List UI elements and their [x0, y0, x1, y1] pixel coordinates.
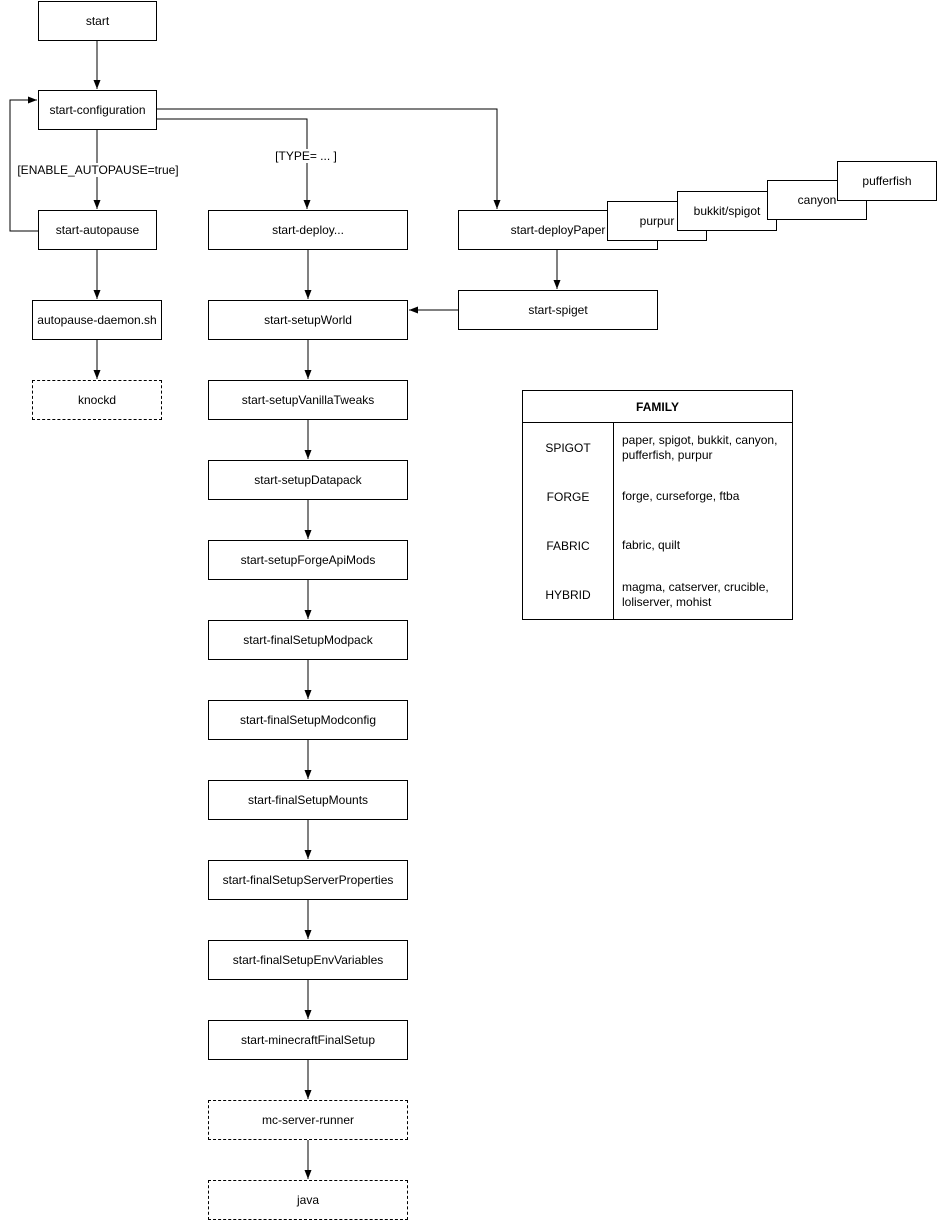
node-start-spiget: start-spiget [458, 290, 658, 330]
node-mc-server-runner: mc-server-runner [208, 1100, 408, 1140]
family-members-cell: fabric, quilt [613, 521, 792, 570]
node-start-finalSetupModconfig: start-finalSetupModconfig [208, 700, 408, 740]
family-members-cell: magma, catserver, crucible, loliserver, … [613, 570, 792, 619]
edge-autopause-loop-to-configuration [9, 96, 38, 232]
node-start-setupWorld: start-setupWorld [208, 300, 408, 340]
node-start-configuration: start-configuration [38, 90, 157, 130]
family-name-cell: SPIGOT [545, 440, 591, 455]
node-start-finalSetupMounts: start-finalSetupMounts [208, 780, 408, 820]
edge-label-configuration-to-deploy: [TYPE= ... ] [273, 149, 339, 163]
family-name-cell: FORGE [546, 489, 590, 504]
family-table-title: FAMILY [523, 391, 792, 423]
family-table-row-spigot: SPIGOT paper, spigot, bukkit, canyon, pu… [523, 423, 792, 472]
family-name-cell: FABRIC [546, 538, 590, 553]
node-java: java [208, 1180, 408, 1220]
node-start-minecraftFinalSetup: start-minecraftFinalSetup [208, 1020, 408, 1060]
edge-configuration-to-deploy [157, 118, 311, 209]
node-start: start [38, 1, 157, 41]
family-table-row-fabric: FABRIC fabric, quilt [523, 521, 792, 570]
edge-label-configuration-to-autopause: [ENABLE_AUTOPAUSE=true] [15, 163, 181, 177]
family-table-body: SPIGOT paper, spigot, bukkit, canyon, pu… [523, 423, 792, 619]
node-autopause-daemon-sh: autopause-daemon.sh [32, 300, 162, 340]
node-start-deploy: start-deploy... [208, 210, 408, 250]
node-start-setupForgeApiMods: start-setupForgeApiMods [208, 540, 408, 580]
node-start-setupDatapack: start-setupDatapack [208, 460, 408, 500]
node-start-finalSetupModpack: start-finalSetupModpack [208, 620, 408, 660]
family-table: FAMILY SPIGOT paper, spigot, bukkit, can… [522, 390, 793, 620]
node-start-autopause: start-autopause [38, 210, 157, 250]
node-knockd: knockd [32, 380, 162, 420]
node-start-setupVanillaTweaks: start-setupVanillaTweaks [208, 380, 408, 420]
family-name-cell: HYBRID [545, 587, 591, 602]
node-start-finalSetupEnvVariables: start-finalSetupEnvVariables [208, 940, 408, 980]
edge-configuration-to-deployPaper [157, 108, 501, 209]
node-start-finalSetupServerProperties: start-finalSetupServerProperties [208, 860, 408, 900]
node-pufferfish: pufferfish [837, 161, 937, 201]
family-members-cell: forge, curseforge, ftba [613, 472, 792, 521]
family-table-row-hybrid: HYBRID magma, catserver, crucible, lolis… [523, 570, 792, 619]
family-table-row-forge: FORGE forge, curseforge, ftba [523, 472, 792, 521]
family-members-cell: paper, spigot, bukkit, canyon, pufferfis… [613, 423, 792, 472]
node-bukkit-spigot: bukkit/spigot [677, 191, 777, 231]
